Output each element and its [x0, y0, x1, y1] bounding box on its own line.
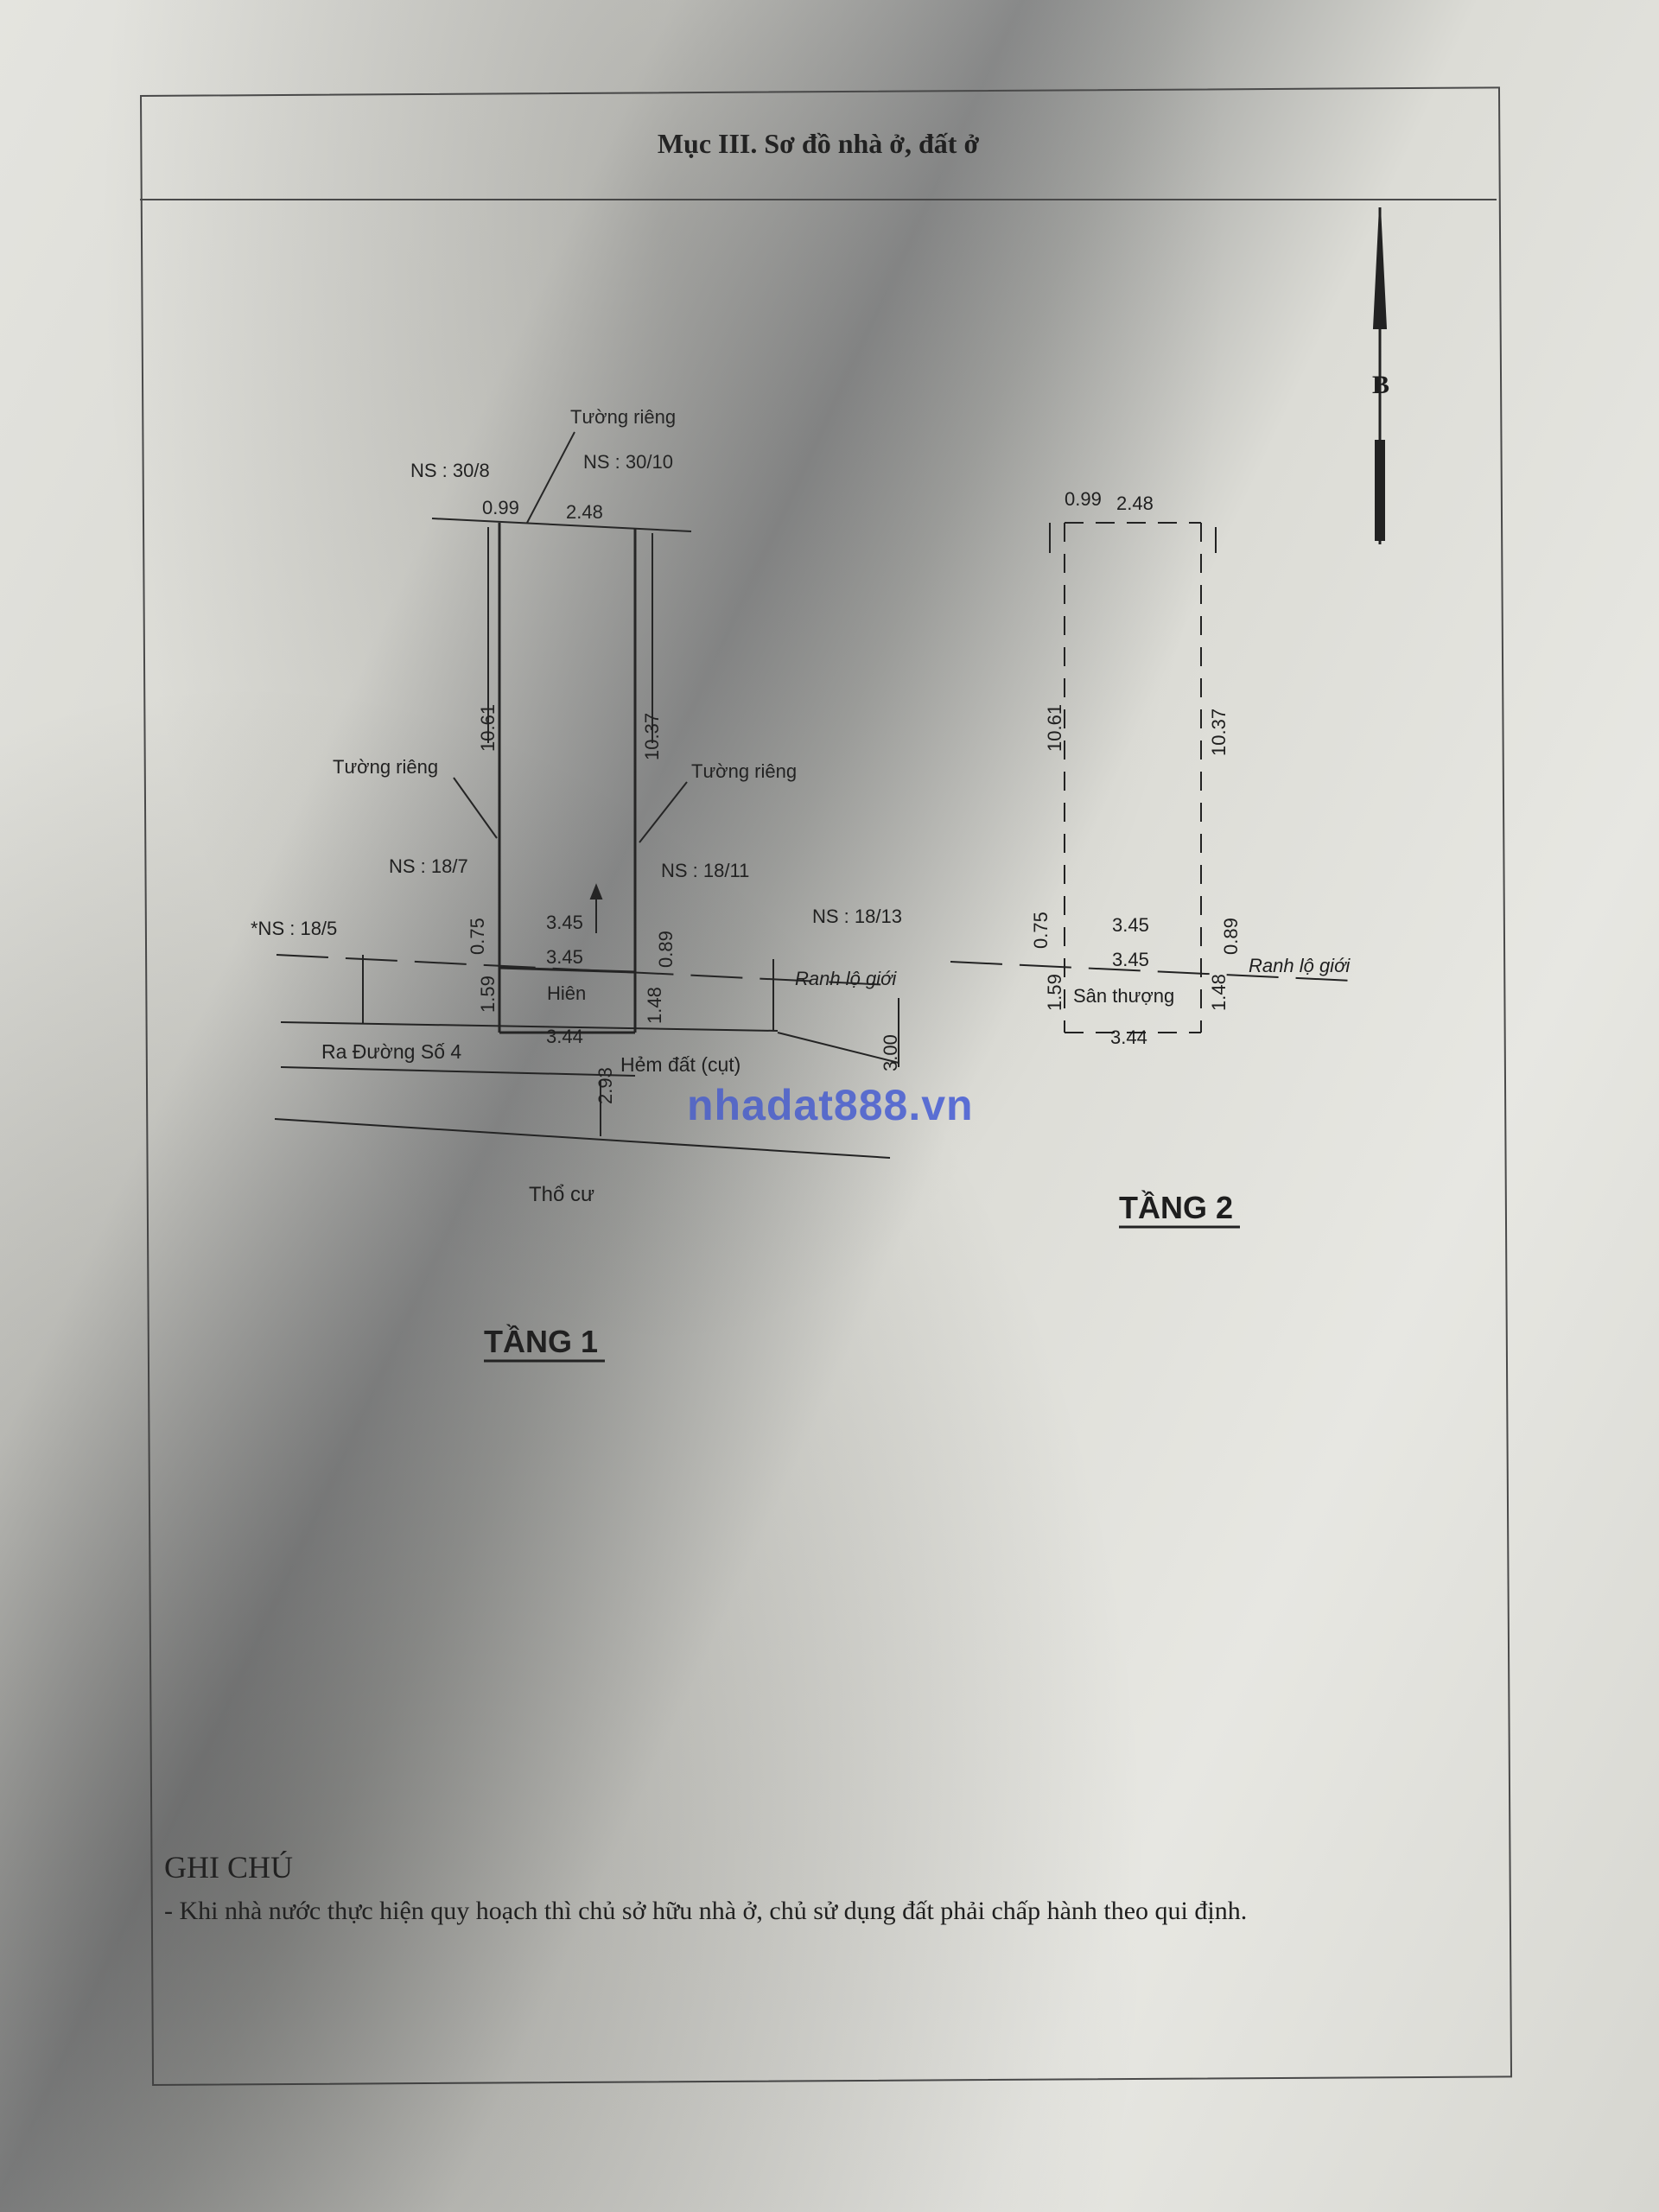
floor2-dim-top-right: 2.48 [1116, 493, 1154, 514]
floor2-label: TẦNG 2 [1119, 1190, 1233, 1225]
floor1-leader-top [526, 431, 575, 524]
floor1-dim-top-right: 2.48 [566, 501, 603, 523]
floor1-neighbor-ns187: NS : 18/7 [389, 855, 468, 877]
floor1-road-to: Ra Đường Số 4 [321, 1040, 461, 1063]
floor1-dim-road-width: 2.93 [594, 1067, 616, 1104]
floor1-ranh-lo-gioi: Ranh lộ giới [795, 968, 897, 989]
floor1-dim-top-left: 0.99 [482, 497, 519, 518]
floor1-leader-right [639, 781, 688, 843]
notes-text: - Khi nhà nước thực hiện quy hoạch thì c… [164, 1897, 1248, 1925]
floor2-dim-upper-width: 3.45 [1112, 914, 1149, 936]
floor2-dim-left-upper: 0.75 [1030, 912, 1052, 949]
header-band: Mục III. Sơ đồ nhà ở, đất ở [140, 95, 1497, 200]
floor1-alley-edge [777, 1032, 899, 1064]
floor1-wall-label-top: Tường riêng [570, 406, 676, 428]
floor2-dim-mid-width: 3.45 [1112, 949, 1149, 970]
floor1-lower-boundary [280, 1021, 779, 1032]
floor1-dim-right-upper: 0.89 [655, 931, 677, 968]
floor1-land-use: Thổ cư [529, 1183, 594, 1206]
floor1-dim-alley-width: 3.00 [880, 1034, 901, 1071]
floor2-dim-left-side: 10.61 [1044, 704, 1065, 752]
floor1-neighbor-ns3010: NS : 30/10 [583, 451, 673, 473]
floor1-dim-bottom-width: 3.44 [546, 1026, 583, 1047]
floor2-terrace-label: Sân thượng [1073, 985, 1174, 1007]
floor1-dim-left-side: 10.61 [477, 704, 499, 752]
floor1-dim-left-lower: 1.59 [477, 976, 499, 1013]
floor1-neighbor-ns308: NS : 30/8 [410, 460, 490, 481]
north-arrow-tail [1375, 440, 1385, 541]
floor1-dim-upper-width: 3.45 [546, 912, 583, 933]
floor1-dim-right-lower: 1.48 [644, 987, 665, 1024]
floor2-dim-right-upper: 0.89 [1220, 918, 1242, 955]
floor1-dim-mid-width: 3.45 [546, 946, 583, 968]
section-title: Mục III. Sơ đồ nhà ở, đất ở [657, 128, 980, 159]
floor1-leader-left [453, 777, 498, 839]
north-label: B [1372, 371, 1389, 399]
floor1-road-line-bottom [274, 1118, 891, 1159]
floor1-neighbor-ns1811: NS : 18/11 [661, 860, 749, 881]
floor1-top-boundary [431, 518, 692, 532]
floor2-dim-right-lower: 1.48 [1208, 974, 1230, 1011]
floor1-dim-left-upper: 0.75 [467, 918, 488, 955]
floor1-wall-label-left: Tường riêng [333, 756, 438, 778]
floor2-ranh-lo-gioi: Ranh lộ giới [1249, 955, 1351, 976]
floor2-dim-right-side: 10.37 [1208, 709, 1230, 756]
north-arrow-head [1372, 207, 1388, 329]
floor1-alley-label: Hẻm đất (cụt) [620, 1053, 741, 1076]
floor1-dim-right-side: 10.37 [641, 713, 663, 760]
floor1-neighbor-ns1813: NS : 18/13 [812, 906, 902, 927]
floor1-neighbor-ns185: *NS : 18/5 [251, 918, 337, 939]
floor1-setback-line [499, 966, 636, 974]
notes-heading: GHI CHÚ [164, 1850, 293, 1885]
watermark-logo: nhadat888.vn [687, 1081, 974, 1129]
floor1-wall-label-right: Tường riêng [691, 760, 797, 782]
floor1-label: TẦNG 1 [484, 1324, 598, 1359]
floor1-arrowhead [589, 883, 603, 899]
floor2-dim-top-left: 0.99 [1065, 488, 1102, 510]
floor2-dim-left-lower: 1.59 [1044, 974, 1065, 1011]
floor1-owner-label: Hiên [547, 982, 586, 1004]
floor2-dim-bottom-width: 3.44 [1110, 1027, 1147, 1048]
floor1-alley-line-top [280, 1066, 636, 1077]
